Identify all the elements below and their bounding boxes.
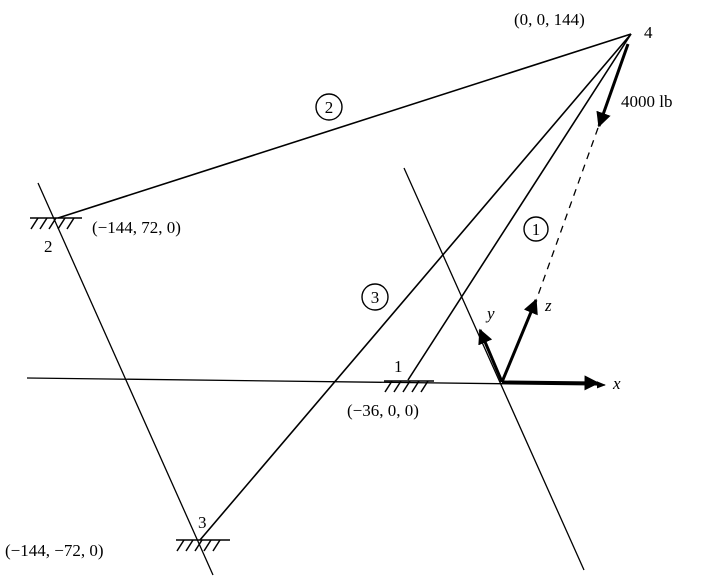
x-axis-label: x	[612, 374, 621, 393]
joint-3-coords: (−144, −72, 0)	[5, 541, 104, 560]
z-axis-arrow	[500, 298, 538, 383]
joint-2-label: 2	[44, 237, 53, 256]
member-3-label: 3	[361, 283, 389, 311]
left-reference-line	[37, 182, 214, 576]
load-label: 4000 lb	[621, 92, 672, 111]
member-2-label: 2	[315, 93, 343, 121]
y-axis-label: y	[485, 304, 495, 323]
svg-text:2: 2	[325, 98, 334, 117]
y-axis-reference-line	[403, 167, 585, 571]
support-joint-2	[30, 217, 82, 230]
z-projection-dashed-line	[536, 127, 599, 299]
joint-1-coords: (−36, 0, 0)	[347, 401, 419, 420]
member-2-line	[57, 33, 632, 219]
svg-text:1: 1	[532, 220, 541, 239]
joint-4-coords: (0, 0, 144)	[514, 10, 585, 29]
member-1-label: 1	[523, 216, 549, 242]
joint-3-label: 3	[198, 513, 207, 532]
support-joint-3	[176, 539, 230, 552]
load-arrow	[596, 43, 630, 128]
x-axis-arrow	[501, 375, 600, 391]
member-3-line	[199, 33, 632, 541]
member-1-line	[407, 33, 632, 381]
z-axis-label: z	[544, 296, 552, 315]
support-joint-1	[384, 380, 434, 393]
joint-2-coords: (−144, 72, 0)	[92, 218, 181, 237]
joint-1-label: 1	[394, 357, 403, 376]
y-axis-arrow	[478, 328, 504, 383]
x-axis-line	[26, 377, 606, 389]
svg-text:3: 3	[371, 288, 380, 307]
joint-4-label: 4	[644, 23, 653, 42]
